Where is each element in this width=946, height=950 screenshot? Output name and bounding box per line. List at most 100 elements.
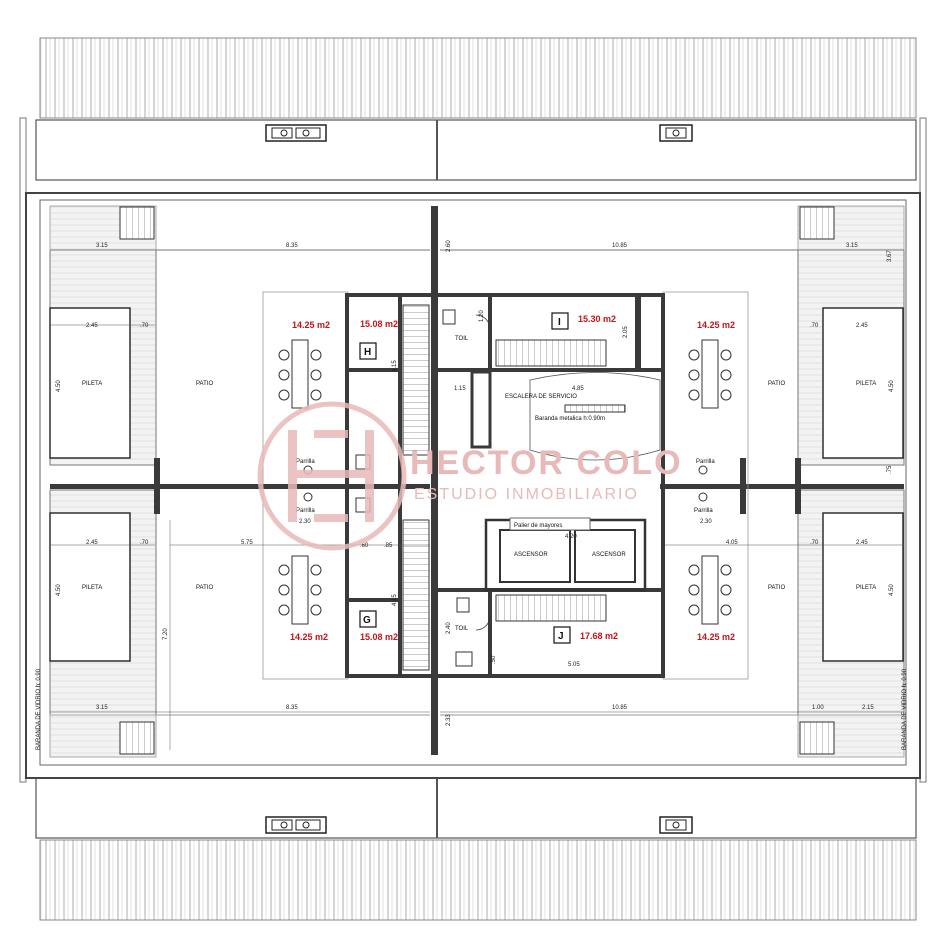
lobby-label: Palier de mayores [514,523,562,529]
pool-label-bottom-right: PILETA [856,585,876,591]
dim-420: 4.20 [565,534,577,540]
area-terrace-bottom-left: 14.25 m2 [290,632,328,642]
dim-pool-245-br: 2.45 [856,540,868,546]
dim-720: 7.20 [163,628,169,640]
pool-label-top-right: PILETA [856,381,876,387]
divider-wall-right [660,484,904,489]
dim-pool-70-tr: .70 [810,323,819,329]
area-unit-i: 15.30 m2 [578,314,616,324]
dim-pool-245-bl: 2.45 [86,540,98,546]
dim-415-bottom: 4.15 [392,594,398,606]
table-set-top-right [688,339,732,409]
patio-label-top-left: PATIO [196,381,213,387]
dim-405: 4.05 [726,540,738,546]
unit-letter-i: I [558,317,561,328]
balcony-symbol-top-left [265,124,327,142]
top-balcony [35,119,917,181]
pool-label-top-left: PILETA [82,381,102,387]
divider-wall-bottom [431,675,438,755]
dim-top-left-835: 8.35 [286,243,298,249]
dim-505: 5.05 [568,662,580,668]
bottom-balcony [35,777,917,839]
grill-label-2: Parrilla [296,508,315,514]
stairs-top [402,304,430,456]
area-unit-h: 15.08 m2 [360,319,398,329]
glass-railing-label-right: BARANDA DE VIDRIO h: 0.90 [902,668,908,750]
area-terrace-top-right: 14.25 m2 [697,320,735,330]
table-set-bottom-right [688,555,732,625]
dim-pool-450-tr: 4.50 [889,380,895,392]
dim-233: 2.33 [446,714,452,726]
dim-260: 2.60 [446,240,452,252]
divider-wall-left [50,484,430,489]
patio-label-bottom-left: PATIO [196,585,213,591]
patio-label-bottom-right: PATIO [768,585,785,591]
dim-115: 1.15 [454,386,466,392]
area-terrace-bottom-right: 14.25 m2 [697,632,735,642]
unit-letter-h: H [364,347,371,358]
balcony-symbol-top-right [659,124,693,142]
elevator-left [499,529,571,583]
dim-240: 2.40 [446,622,452,634]
dim-50: .50 [491,655,497,664]
watermark-logo [257,401,407,551]
divider-wall-top [431,206,438,296]
pool-top-left [49,307,131,459]
dim-bottom-right-215: 2.15 [862,705,874,711]
unit-letter-g: G [363,615,371,626]
balcony-symbol-bottom-left [265,816,327,834]
dim-pool-70-br: .70 [810,540,819,546]
railing-label: Baranda metalica h:0.90m [535,416,605,422]
dim-bottom-left-835: 8.35 [286,705,298,711]
dim-top-right-1085: 10.85 [612,243,628,249]
stairs-bottom [402,519,430,671]
service-stair-label: ESCALERA DE SERVICIO [505,394,577,400]
top-louver-strip [39,37,917,119]
dim-top-right-315: 3.15 [846,243,858,249]
toilet-label-top: TOIL [455,336,469,342]
dim-75: .75 [887,465,893,474]
dim-230-left: 2.30 [299,519,311,525]
dim-pool-245-tl: 2.45 [86,323,98,329]
dim-pool-70-bl: .70 [140,540,149,546]
elevator-label-left: ASCENSOR [514,552,548,558]
dim-120: 1.20 [479,310,485,322]
pool-bottom-left [49,512,131,662]
patio-label-top-right: PATIO [768,381,785,387]
dim-pool-450-bl: 4.50 [56,584,62,596]
dim-pool-450-br: 4.50 [889,584,895,596]
watermark-brand-name: HECTOR COLO [410,444,683,482]
table-set-top-left [278,339,322,409]
dim-575: 5.75 [241,540,253,546]
dim-85: .85 [384,543,393,549]
toilet-label-bottom: TOIL [455,626,469,632]
dim-205: 2.05 [623,326,629,338]
dim-bottom-right-100: 1.00 [812,705,824,711]
dim-bottom-left-315: 3.15 [96,705,108,711]
dim-pool-245-tr: 2.45 [856,323,868,329]
grill-label-3: Parrilla [696,459,715,465]
dim-60: .60 [360,543,369,549]
dim-top-left-315: 3.15 [96,243,108,249]
elevator-label-right: ASCENSOR [592,552,626,558]
table-set-bottom-left [278,555,322,625]
dim-485: 4.85 [572,386,584,392]
dim-bottom-right-1085: 10.85 [612,705,628,711]
dim-230-right: 2.30 [700,519,712,525]
bottom-louver-strip [39,839,917,921]
grill-label-1: Parrilla [296,459,315,465]
balcony-symbol-bottom-right [659,816,693,834]
area-unit-j: 17.68 m2 [580,631,618,641]
elevator-right [574,529,636,583]
pool-top-right [822,307,904,459]
dim-367: 3.67 [887,250,893,262]
glass-railing-label-left: BARANDA DE VIDRIO h: 0.90 [36,668,42,750]
grill-label-4: Parrilla [694,508,713,514]
unit-letter-j: J [558,631,564,642]
area-terrace-top-left: 14.25 m2 [292,320,330,330]
watermark-brand-tagline: ESTUDIO INMOBILIARIO [414,486,639,503]
dim-pool-450-tl: 4.50 [56,380,62,392]
pool-bottom-right [822,512,904,662]
area-unit-g: 15.08 m2 [360,632,398,642]
